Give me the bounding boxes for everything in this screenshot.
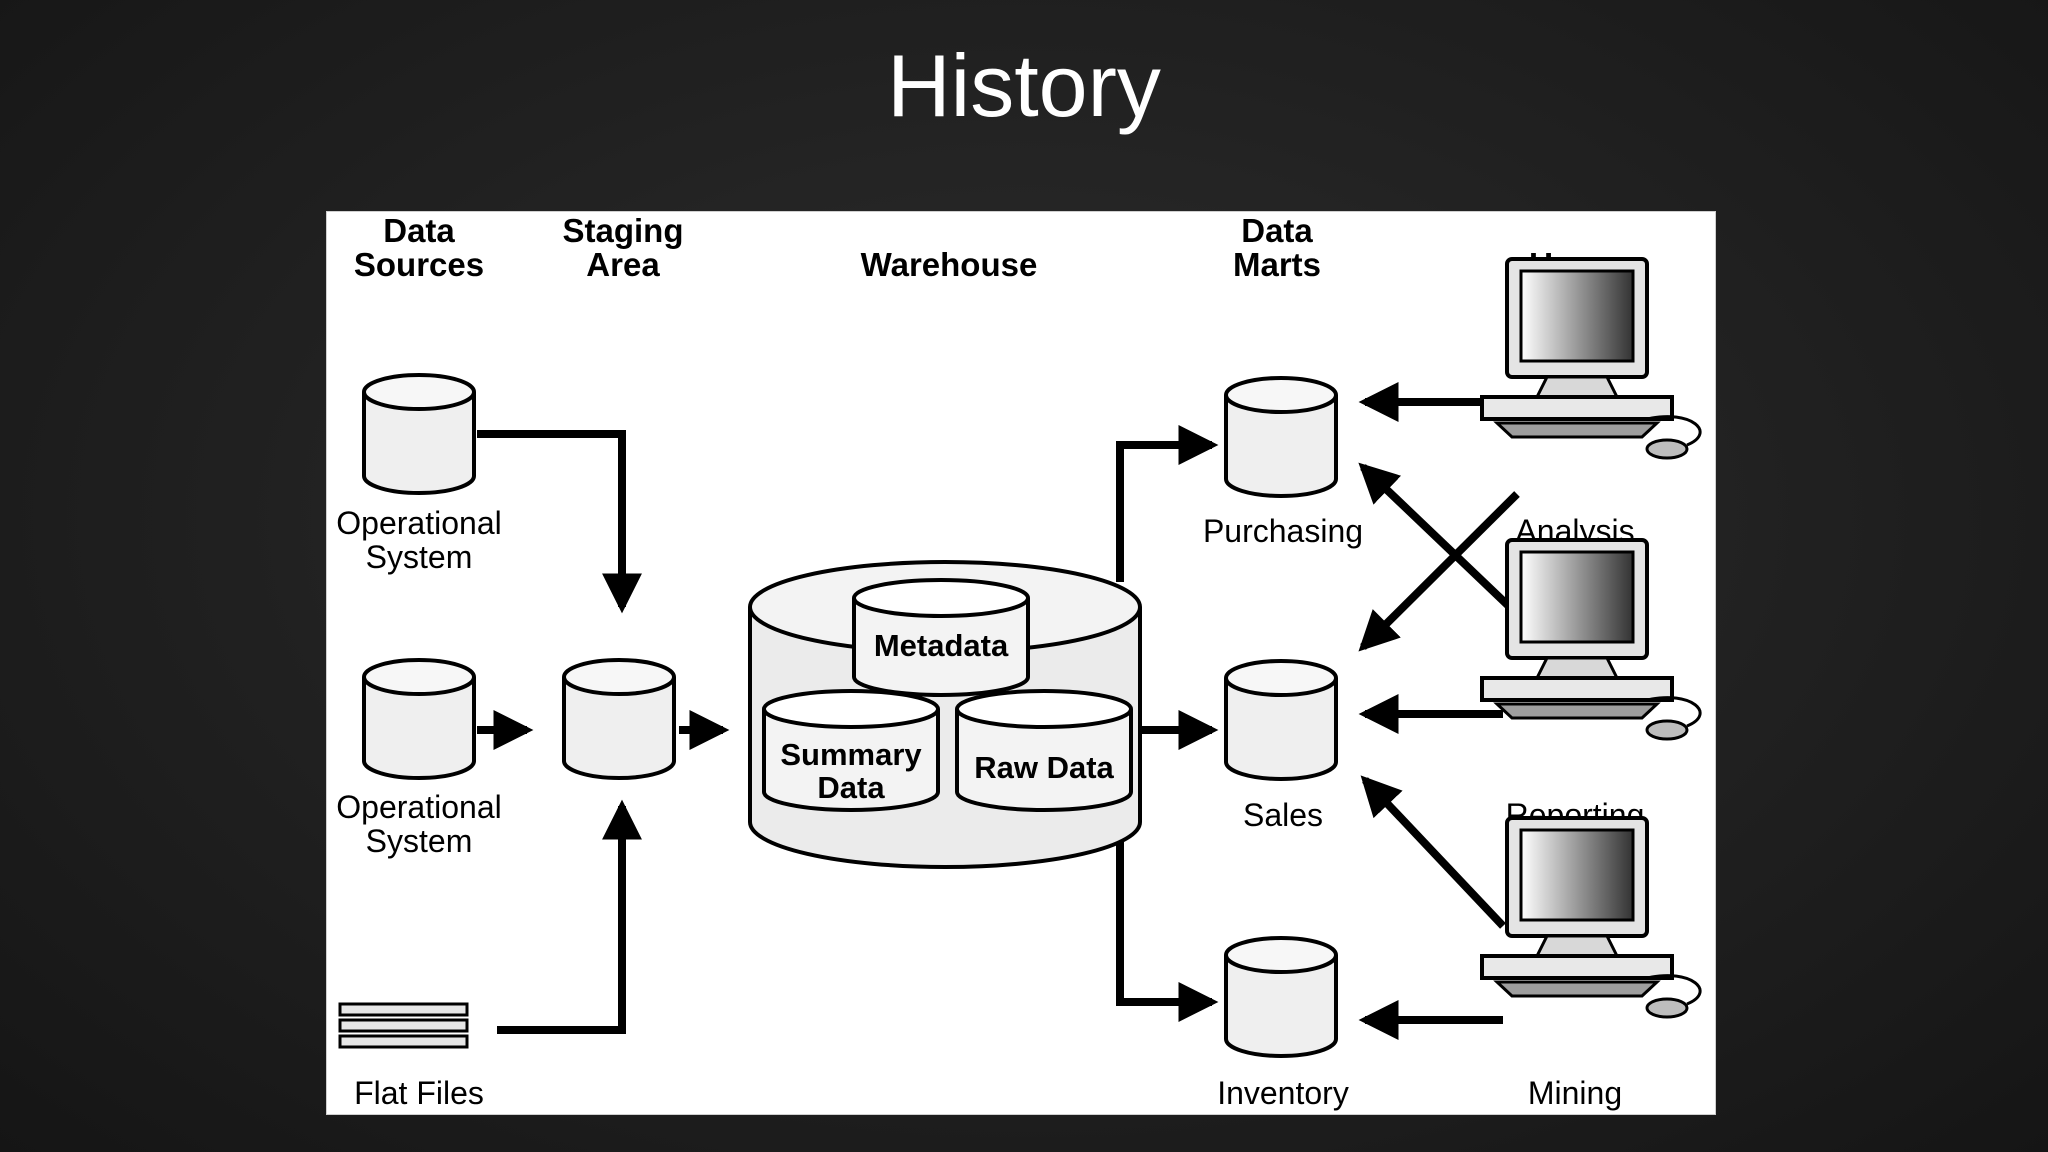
header-staging-line2: Area	[586, 246, 660, 283]
header-data-marts-line2: Marts	[1233, 246, 1321, 283]
operational-system-2-cylinder	[362, 658, 476, 780]
arrow-warehouse-to-inventory	[1116, 840, 1219, 1022]
staging-area-cylinder	[562, 658, 676, 780]
sales-mart-label: Sales	[1243, 797, 1323, 833]
operational-system-1-label-line1: Operational	[336, 505, 501, 541]
operational-system-1-label-line2: System	[366, 539, 473, 575]
header-data-marts-line1: Data	[1241, 212, 1313, 249]
arrow-analysis-to-sales	[1358, 491, 1520, 652]
data-warehouse-diagram: Data Sources Staging Area Warehouse Data…	[326, 211, 1716, 1115]
summary-data-label-line2: Data	[817, 770, 885, 805]
sales-mart-cylinder	[1224, 659, 1338, 781]
summary-data-cylinder	[762, 689, 940, 812]
header-data-sources-line2: Sources	[354, 246, 484, 283]
operational-system-2-label-line1: Operational	[336, 789, 501, 825]
analysis-computer-icon	[1480, 257, 1703, 460]
header-warehouse: Warehouse	[861, 246, 1038, 283]
arrow-reporting-to-purchasing	[1358, 462, 1520, 617]
arrow-op1-to-staging	[477, 430, 642, 614]
slide-title: History	[887, 36, 1161, 135]
raw-data-cylinder	[955, 689, 1133, 812]
raw-data-label: Raw Data	[974, 750, 1114, 785]
flat-files-label: Flat Files	[354, 1075, 484, 1111]
header-staging-line1: Staging	[563, 212, 684, 249]
diagram-canvas: Data Sources Staging Area Warehouse Data…	[336, 212, 1703, 1111]
mining-computer-icon	[1480, 816, 1703, 1019]
arrow-flatfiles-to-staging	[497, 799, 642, 1034]
mining-user-label: Mining	[1528, 1075, 1622, 1111]
flat-files-icon	[338, 1002, 469, 1049]
purchasing-mart-label: Purchasing	[1203, 513, 1363, 549]
operational-system-2-label-line2: System	[366, 823, 473, 859]
reporting-computer-icon	[1480, 538, 1703, 741]
header-data-sources-line1: Data	[383, 212, 455, 249]
purchasing-mart-cylinder	[1224, 376, 1338, 498]
metadata-label: Metadata	[874, 628, 1009, 663]
metadata-cylinder	[852, 578, 1030, 697]
operational-system-1-cylinder	[362, 373, 476, 495]
inventory-mart-cylinder	[1224, 936, 1338, 1058]
summary-data-label-line1: Summary	[780, 737, 922, 772]
arrow-mining-to-sales	[1360, 775, 1506, 929]
inventory-mart-label: Inventory	[1217, 1075, 1349, 1111]
arrow-warehouse-to-purchasing	[1116, 425, 1219, 582]
